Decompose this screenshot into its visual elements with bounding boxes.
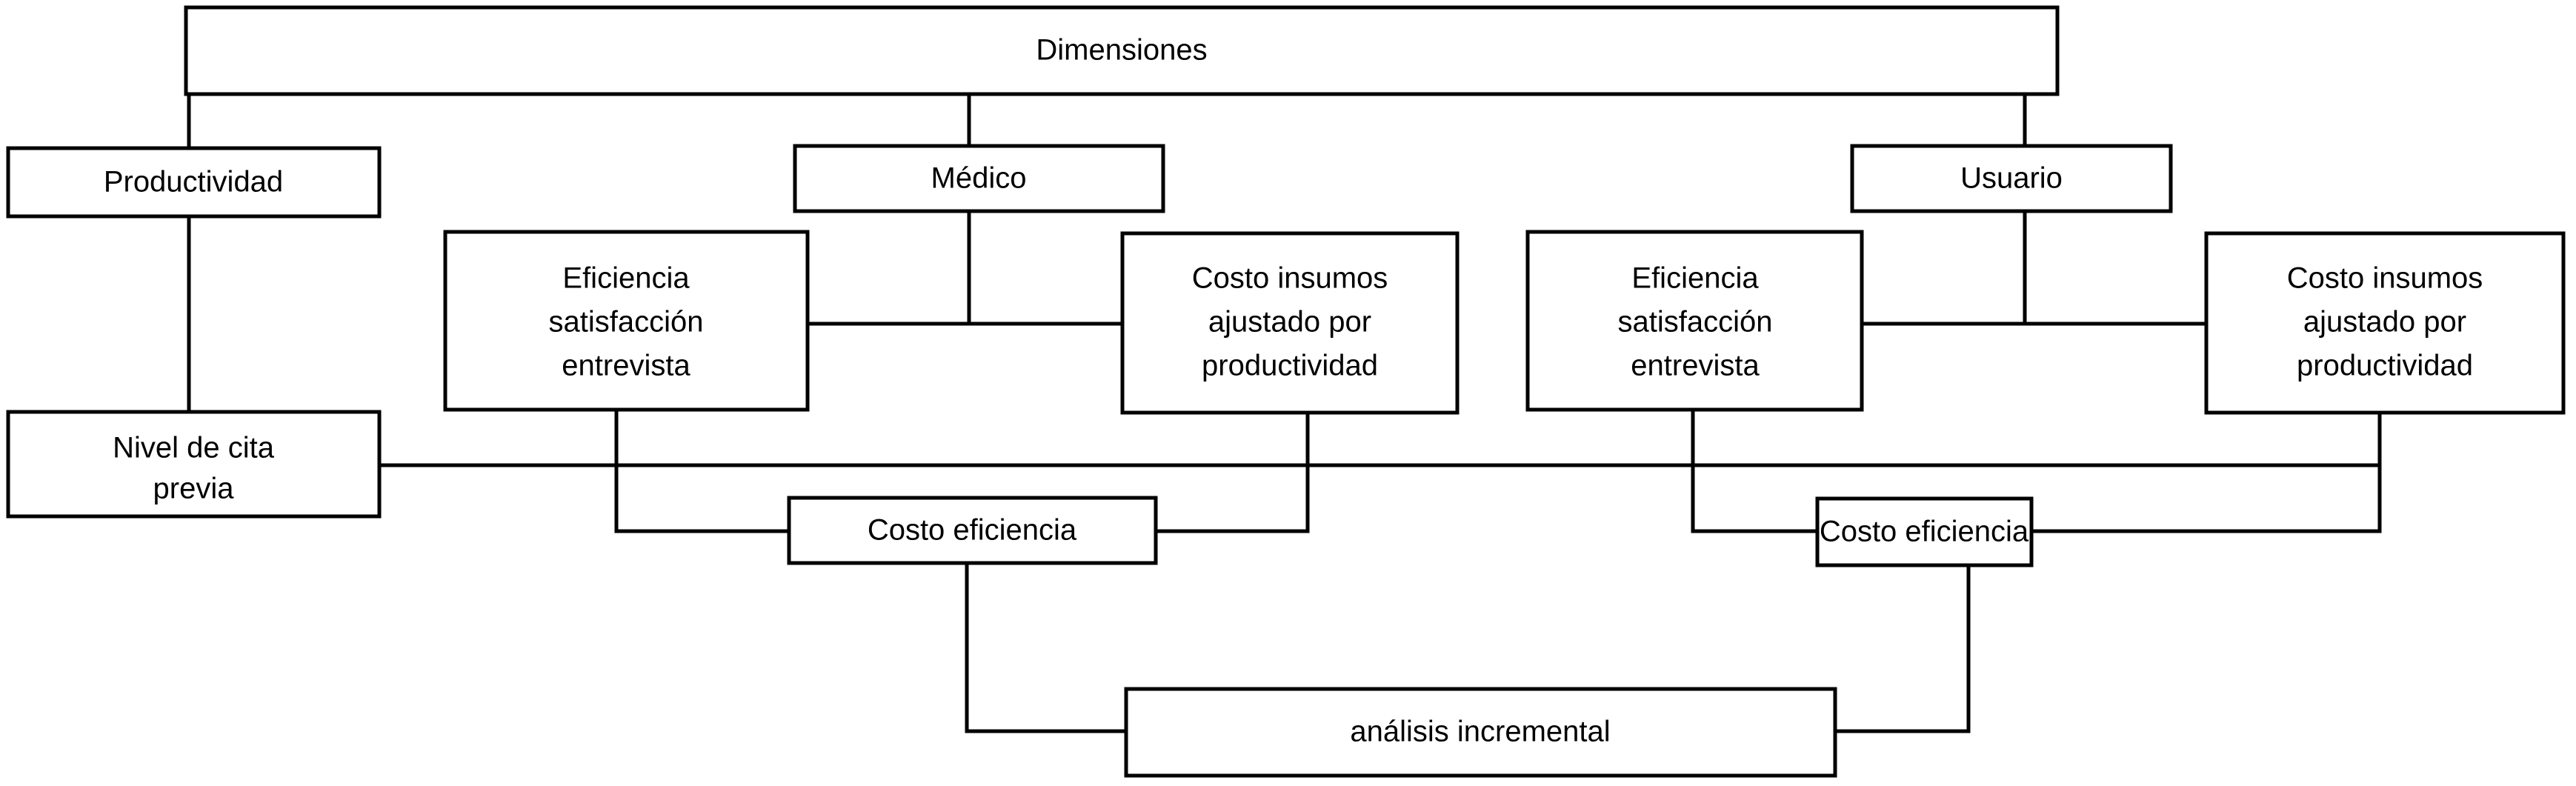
node-dimensiones-box[interactable] xyxy=(186,7,2057,94)
node-medico-costo-insumos-box[interactable] xyxy=(1122,233,1457,413)
node-productividad-label: Productividad xyxy=(104,166,283,199)
node-productividad-box[interactable] xyxy=(8,148,379,216)
node-analisis-incremental-label: análisis incremental xyxy=(1350,716,1610,748)
node-usuario-costo-insumos-line2: ajustado por xyxy=(2303,306,2466,339)
node-usuario[interactable]: Usuario xyxy=(1852,146,2171,211)
connector-usuario-costo-insumos-down xyxy=(2031,413,2382,533)
node-usuario-eficiencia-line3: entrevista xyxy=(1631,350,1760,382)
connector-group xyxy=(187,94,2382,733)
node-medico-eficiencia[interactable]: Eficiencia satisfacción entrevista xyxy=(445,232,808,410)
node-nivel-cita-previa-line2: previa xyxy=(153,473,235,505)
node-medico-box[interactable] xyxy=(795,146,1163,211)
node-medico-costo-insumos-line2: ajustado por xyxy=(1208,306,1371,339)
node-usuario-costo-eficiencia[interactable]: Costo eficiencia xyxy=(1817,499,2031,565)
connector-costo-eficiencia-right-to-analisis xyxy=(1835,565,1971,733)
node-analisis-incremental[interactable]: análisis incremental xyxy=(1126,689,1835,776)
node-productividad[interactable]: Productividad xyxy=(8,148,379,216)
connector-medico-costo-insumos-down xyxy=(1156,413,1310,533)
node-medico-label: Médico xyxy=(931,162,1027,195)
node-usuario-costo-insumos[interactable]: Costo insumos ajustado por productividad xyxy=(2206,233,2563,413)
node-medico-eficiencia-line3: entrevista xyxy=(562,350,690,382)
node-dimensiones-label: Dimensiones xyxy=(1036,34,1207,67)
node-usuario-costo-insumos-line3: productividad xyxy=(2297,350,2473,382)
node-medico-costo-eficiencia-box[interactable] xyxy=(789,498,1156,563)
connector-usuario-eficiencia-to-costo-eficiencia xyxy=(1691,410,1817,533)
node-nivel-cita-previa-line1: Nivel de cita xyxy=(113,432,275,464)
node-usuario-eficiencia-box[interactable] xyxy=(1528,232,1862,410)
node-usuario-eficiencia[interactable]: Eficiencia satisfacción entrevista xyxy=(1528,232,1862,410)
connector-medico-eficiencia-to-costo-eficiencia xyxy=(614,410,789,533)
node-usuario-box[interactable] xyxy=(1852,146,2171,211)
connector-costo-eficiencia-left-to-analisis xyxy=(965,563,1126,733)
node-usuario-label: Usuario xyxy=(1960,162,2063,195)
node-usuario-costo-eficiencia-label: Costo eficiencia xyxy=(1820,516,2029,548)
node-medico[interactable]: Médico xyxy=(795,146,1163,211)
node-medico-costo-eficiencia-label: Costo eficiencia xyxy=(868,514,1077,547)
node-usuario-costo-eficiencia-box[interactable] xyxy=(1817,499,2031,565)
node-medico-costo-insumos-line3: productividad xyxy=(1202,350,1378,382)
node-usuario-eficiencia-line1: Eficiencia xyxy=(1631,262,1759,295)
node-medico-eficiencia-line1: Eficiencia xyxy=(562,262,690,295)
node-usuario-costo-insumos-box[interactable] xyxy=(2206,233,2563,413)
node-dimensiones[interactable]: Dimensiones xyxy=(186,7,2057,94)
node-nivel-cita-previa-box[interactable] xyxy=(8,412,379,516)
node-medico-eficiencia-line2: satisfacción xyxy=(549,306,704,339)
node-medico-eficiencia-box[interactable] xyxy=(445,232,808,410)
node-analisis-incremental-box[interactable] xyxy=(1126,689,1835,776)
node-usuario-costo-insumos-line1: Costo insumos xyxy=(2287,262,2483,295)
node-usuario-eficiencia-line2: satisfacción xyxy=(1618,306,1773,339)
node-medico-costo-eficiencia[interactable]: Costo eficiencia xyxy=(789,498,1156,563)
node-medico-costo-insumos-line1: Costo insumos xyxy=(1192,262,1388,295)
node-medico-costo-insumos[interactable]: Costo insumos ajustado por productividad xyxy=(1122,233,1457,413)
node-nivel-cita-previa[interactable]: Nivel de cita previa xyxy=(8,412,379,516)
